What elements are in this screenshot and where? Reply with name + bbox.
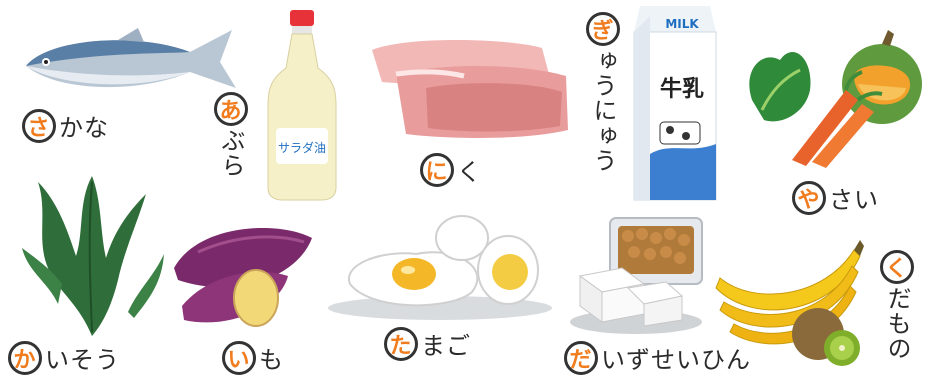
- initial-circle: か: [8, 340, 42, 375]
- bottle-label: サラダ油: [278, 140, 326, 155]
- sweet-potato-icon: [174, 227, 312, 327]
- carton-top-text: MILK: [665, 17, 699, 31]
- label-gyuunyuu: ぎ ゅうにゅう: [586, 12, 620, 173]
- label-rest: だもの: [883, 286, 911, 361]
- label-rest: さい: [829, 186, 879, 214]
- initial-circle: に: [420, 152, 454, 187]
- initial-circle: た: [384, 326, 418, 361]
- label-tamago: た まご: [384, 326, 471, 361]
- fish-icon: [26, 28, 236, 88]
- initial-circle: い: [222, 340, 256, 375]
- label-kudamono: く だもの: [880, 250, 914, 361]
- initial-circle: ぎ: [586, 12, 620, 46]
- label-rest: いそう: [45, 346, 120, 374]
- vegetables-icon: [749, 30, 922, 168]
- milk-carton-icon: MILK 牛乳: [633, 6, 717, 201]
- label-rest: いずせいひん: [601, 346, 751, 374]
- carton-front-text: 牛乳: [660, 76, 704, 102]
- egg-icon: [328, 215, 552, 320]
- label-rest: ぶら: [217, 128, 245, 178]
- label-daizu: だ いずせいひん: [564, 340, 751, 375]
- meat-icon: [372, 40, 568, 138]
- label-imo: い も: [222, 340, 284, 375]
- label-yasai: や さい: [792, 180, 879, 215]
- label-rest: く: [457, 158, 482, 186]
- label-rest: かな: [59, 114, 109, 142]
- label-abura: あ ぶら: [214, 92, 248, 178]
- seaweed-icon: [22, 176, 164, 336]
- initial-circle: や: [792, 180, 826, 215]
- fruits-icon: [715, 240, 864, 366]
- label-rest: も: [259, 346, 284, 374]
- label-rest: まご: [421, 332, 471, 360]
- soy-products-icon: [570, 217, 703, 334]
- label-kaisou: か いそう: [8, 340, 120, 375]
- label-rest: ゅうにゅう: [589, 48, 617, 173]
- label-niku: に く: [420, 152, 482, 187]
- initial-circle: だ: [564, 340, 598, 375]
- initial-circle: あ: [214, 92, 248, 126]
- initial-circle: さ: [22, 108, 56, 143]
- initial-circle: く: [880, 250, 914, 284]
- label-sakana: さ かな: [22, 108, 109, 143]
- oil-bottle-icon: サラダ油: [267, 10, 337, 201]
